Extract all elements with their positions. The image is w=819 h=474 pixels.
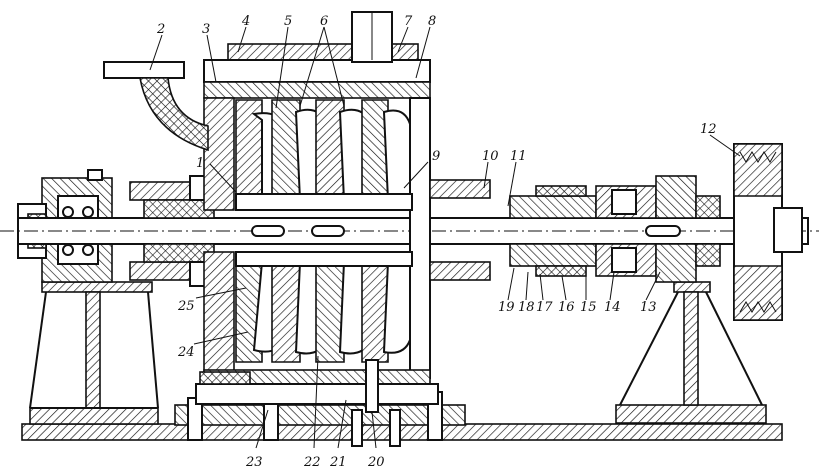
callout-18: 18 [518,300,535,315]
callout-5: 5 [284,14,292,29]
callout-1: 1 [196,156,204,171]
inlet-pipe [103,61,209,152]
callout-14: 14 [604,300,621,315]
impeller-stages-top [235,99,413,211]
callout-15: 15 [580,300,597,315]
right-seal-assembly [429,175,721,283]
callout-19: 19 [498,300,515,315]
callout-23: 23 [245,455,263,470]
leader-lines [149,26,741,449]
callout-7: 7 [404,14,413,29]
left-seal [129,175,215,287]
callout-11: 11 [510,149,527,164]
left-pedestal [29,281,159,409]
callout-10: 10 [482,149,499,164]
callout-labels: 1 2 3 4 5 6 7 8 9 10 11 12 13 14 15 16 1… [156,14,717,470]
callout-13: 13 [640,300,657,315]
callout-9: 9 [432,149,440,164]
callout-20: 20 [367,455,385,470]
callout-22: 22 [303,455,321,470]
callout-16: 16 [558,300,575,315]
callout-17: 17 [536,300,553,315]
callout-2: 2 [156,22,165,37]
impeller-stages-bottom [235,251,413,413]
callout-25: 25 [177,299,195,314]
callout-8: 8 [428,14,436,29]
callout-21: 21 [329,455,347,470]
base-frame [21,391,783,447]
callout-24: 24 [177,345,195,360]
callout-3: 3 [202,22,210,37]
callout-4: 4 [241,14,250,29]
right-pedestal [619,281,763,406]
callout-12: 12 [700,122,717,137]
pulley [733,143,803,321]
callout-6: 6 [320,14,328,29]
